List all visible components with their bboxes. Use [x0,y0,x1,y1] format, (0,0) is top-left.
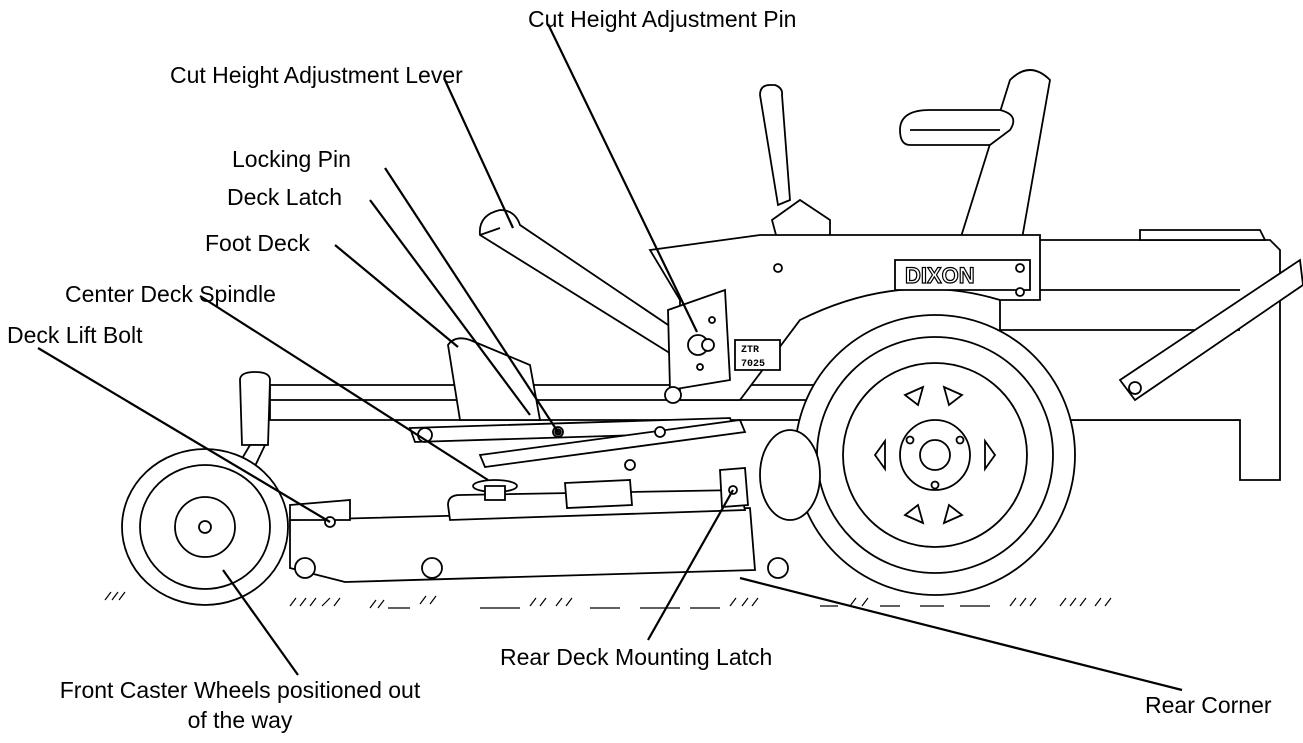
label-center-deck-spindle: Center Deck Spindle [65,281,276,307]
label-rear-corner: Rear Corner [1145,692,1272,718]
leader-center-deck-spindle [199,295,489,481]
mower-deck [289,479,756,583]
linkage [408,386,747,471]
label-cut-height-lever: Cut Height Adjustment Lever [170,62,463,88]
leader-cut-height-pin [547,23,698,333]
label-deck-latch: Deck Latch [227,184,343,210]
leader-foot-deck [334,244,459,348]
control-levers [759,84,831,251]
leader-rear-corner [739,576,1183,692]
rear-tire [794,314,1076,596]
label-foot-deck: Foot Deck [205,230,310,256]
front-caster-wheel [121,448,289,606]
label-front-caster-line1: Front Caster Wheels positioned out [59,677,421,703]
deck-rollers [294,557,789,579]
leader-deck-lift-bolt [37,347,331,523]
leader-locking-pin [384,167,559,433]
leader-rear-deck-latch [647,489,734,641]
fender: DIXON ZTR 7025 [648,234,1041,401]
ztr-decal-bottom: 7025 [741,359,765,370]
leader-lines [37,23,1183,692]
label-deck-lift-bolt: Deck Lift Bolt [7,322,143,348]
label-cut-height-pin: Cut Height Adjustment Pin [528,6,797,32]
pin-plate [667,288,731,392]
leader-deck-latch [369,199,531,416]
seat [899,69,1051,252]
leader-cut-height-lever [443,77,514,229]
rear-latch-shape [719,467,749,508]
cut-height-lever [478,209,722,377]
leader-front-caster [222,569,299,676]
label-front-caster-line2: of the way [187,707,293,733]
label-rear-deck-mounting-latch: Rear Deck Mounting Latch [500,644,773,670]
ground-hatching [104,591,1112,609]
label-locking-pin: Locking Pin [232,146,351,172]
ztr-decal-top: ZTR [741,345,759,356]
center-spindle-shape [472,479,518,501]
foot-deck-shape [447,337,542,421]
dixon-logo: DIXON [905,263,975,288]
inner-pulley [759,429,821,521]
